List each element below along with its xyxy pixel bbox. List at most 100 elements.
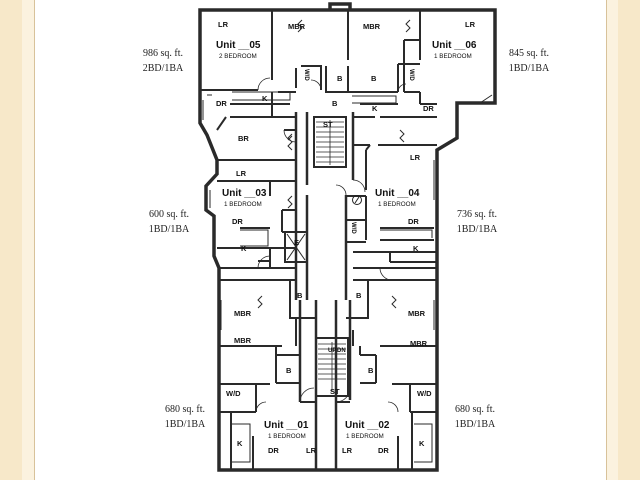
- unit05-bath: 2BD/1BA: [142, 63, 184, 74]
- unit06-area: 845 sq. ft. 1BD/1BA: [494, 46, 564, 76]
- closet-doors: [257, 19, 411, 309]
- label-u02-k: K: [419, 439, 425, 448]
- stair-bottom: [315, 337, 349, 397]
- label-u03-dr: DR: [232, 217, 243, 226]
- unit02-bath: 1BD/1BA: [454, 419, 496, 430]
- left-border-line: [34, 0, 35, 480]
- kitchen-counters: [232, 91, 433, 463]
- unit01-bath: 1BD/1BA: [164, 419, 206, 430]
- room-labels: LR MBR MBR LR B B K B K DR DR BR ST LR L…: [216, 20, 477, 455]
- label-stair-dn: DN: [337, 348, 346, 354]
- label-u05-b: B: [337, 74, 343, 83]
- label-elevator: E: [294, 238, 299, 247]
- mid-bath-right: [346, 279, 437, 347]
- label-u04-dr: DR: [408, 217, 419, 226]
- unit02-type: 1 BEDROOM: [346, 433, 384, 440]
- label-u01-dr: DR: [268, 446, 279, 455]
- label-u06-lr: LR: [465, 20, 476, 29]
- unit03-type: 1 BEDROOM: [224, 201, 262, 208]
- label-u05-dr: DR: [216, 99, 227, 108]
- label-u01-lr: LR: [306, 446, 317, 455]
- label-stair-top: ST: [323, 120, 333, 129]
- right-border-line: [606, 0, 607, 480]
- unit05-sqft: 986 sq. ft.: [143, 48, 183, 59]
- label-u02-dr: DR: [378, 446, 389, 455]
- exterior-bay-top: [328, 2, 352, 10]
- label-u03-mbr: MBR: [234, 309, 252, 318]
- stair-bottom-treads: [318, 342, 346, 392]
- unit04-sqft: 736 sq. ft.: [457, 209, 497, 220]
- label-u01-k: K: [237, 439, 243, 448]
- label-center-b: B: [332, 99, 338, 108]
- label-u06-dr: DR: [423, 104, 434, 113]
- label-u03-lr: LR: [236, 169, 247, 178]
- unit04-title: Unit __04: [375, 188, 420, 199]
- unit06-bath: 1BD/1BA: [508, 63, 550, 74]
- unit01-walls: [218, 346, 316, 470]
- label-u01-b: B: [286, 366, 292, 375]
- label-stair-up: UP: [328, 348, 336, 354]
- mid-bath-left: [219, 279, 316, 347]
- label-stair-bottom: ST: [330, 387, 340, 396]
- label-u06-mbr: MBR: [363, 22, 381, 31]
- stair-top-treads: [316, 120, 344, 165]
- elevator: [284, 231, 308, 263]
- unit02-sqft: 680 sq. ft.: [455, 404, 495, 415]
- label-u01-wd: W/D: [226, 389, 241, 398]
- walls: [198, 2, 497, 472]
- unit04-area: 736 sq. ft. 1BD/1BA: [442, 207, 512, 237]
- label-u04-mbr: MBR: [408, 309, 426, 318]
- label-mid-b-right: B: [356, 291, 362, 300]
- label-u05-br: BR: [238, 134, 249, 143]
- unit05-area: 986 sq. ft. 2BD/1BA: [128, 46, 198, 76]
- label-u06-b: B: [371, 74, 377, 83]
- label-u06-wd: W/D: [408, 69, 414, 81]
- corridor-wall-right: [334, 112, 355, 470]
- label-u04-lr: LR: [410, 153, 421, 162]
- unit02-area: 680 sq. ft. 1BD/1BA: [440, 402, 510, 432]
- label-mid-b-left: B: [297, 291, 303, 300]
- unit02-title: Unit __02: [345, 420, 390, 431]
- label-u03-k: K: [241, 244, 247, 253]
- unit04-type: 1 BEDROOM: [378, 201, 416, 208]
- label-u05-lr: LR: [218, 20, 229, 29]
- label-u05-mbr: MBR: [288, 22, 306, 31]
- unit03-walls: [217, 129, 296, 269]
- left-inner-band: [22, 0, 34, 480]
- label-u01-mbr: MBR: [234, 336, 252, 345]
- label-u04-k: K: [413, 244, 419, 253]
- label-u02-b: B: [368, 366, 374, 375]
- label-u06-k: K: [372, 104, 378, 113]
- unit04-bath: 1BD/1BA: [456, 224, 498, 235]
- label-u02-wd: W/D: [417, 389, 432, 398]
- unit03-sqft: 600 sq. ft.: [149, 209, 189, 220]
- unit05-title: Unit __05: [216, 40, 261, 51]
- stair-top: [313, 116, 347, 168]
- unit06-sqft: 845 sq. ft.: [509, 48, 549, 59]
- right-border-band: [618, 0, 640, 480]
- unit06-walls: [348, 10, 437, 118]
- unit01-area: 680 sq. ft. 1BD/1BA: [150, 402, 220, 432]
- unit06-type: 1 BEDROOM: [434, 53, 472, 60]
- label-u02-lr: LR: [342, 446, 353, 455]
- right-inner-band: [606, 0, 618, 480]
- unit01-type: 1 BEDROOM: [268, 433, 306, 440]
- exterior-wall: [198, 8, 497, 472]
- door-swings: [255, 77, 407, 413]
- left-border-band: [0, 0, 22, 480]
- unit01-sqft: 680 sq. ft.: [165, 404, 205, 415]
- unit06-title: Unit __06: [432, 40, 477, 51]
- unit01-title: Unit __01: [264, 420, 309, 431]
- label-u02-mbr: MBR: [410, 339, 428, 348]
- unit03-bath: 1BD/1BA: [148, 224, 190, 235]
- window-marks: [202, 94, 493, 330]
- elevator-x: [286, 233, 306, 261]
- label-u04-wd: W/D: [350, 222, 356, 234]
- label-u05-wd: W/D: [303, 69, 309, 81]
- circle-symbol: [352, 195, 362, 205]
- unit03-title: Unit __03: [222, 188, 267, 199]
- unit02-walls: [336, 346, 437, 470]
- unit05-type: 2 BEDROOM: [219, 53, 257, 60]
- unit03-area: 600 sq. ft. 1BD/1BA: [134, 207, 204, 237]
